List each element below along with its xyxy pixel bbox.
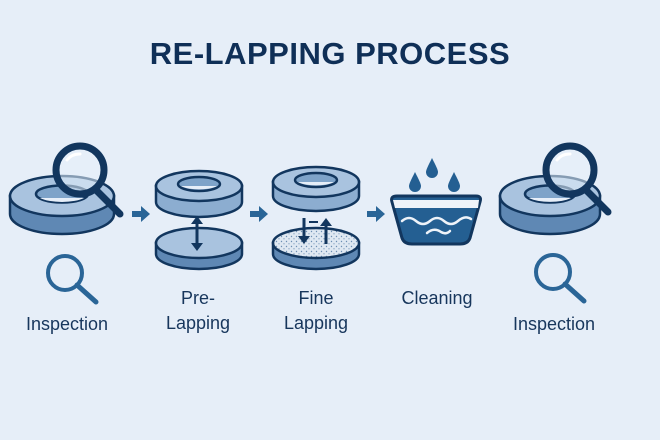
down-up-arrows-icon (298, 218, 332, 244)
arrow-right-icon (367, 206, 385, 222)
label-line: Lapping (283, 313, 349, 333)
step-label-inspection-end: Inspection (512, 314, 596, 334)
search-icon (46, 254, 99, 305)
fine-lapping-illustration (271, 165, 361, 271)
label-line: Pre- (180, 288, 215, 308)
arrow-right-icon (250, 206, 268, 222)
magnifier-icon (542, 142, 612, 216)
double-arrow-icon (191, 216, 203, 251)
step-label-pre-lapping: Pre- Lapping (148, 286, 248, 336)
magnifier-icon (52, 142, 124, 218)
step-label-cleaning: Cleaning (401, 288, 473, 308)
arrow-right-icon (132, 206, 150, 222)
inspection-end-illustration (498, 142, 612, 304)
label-line: Lapping (165, 313, 231, 333)
step-label-inspection-start: Inspection (25, 314, 109, 334)
diagram-title: RE-LAPPING PROCESS (149, 36, 511, 71)
water-drop-icon (409, 158, 460, 192)
step-label-fine-lapping: Fine Lapping (266, 286, 366, 336)
label-line: Fine (298, 288, 334, 308)
search-icon (534, 253, 587, 304)
wash-basin-illustration (390, 158, 482, 246)
inspection-start-illustration (8, 142, 124, 305)
pre-lapping-illustration (154, 169, 244, 271)
